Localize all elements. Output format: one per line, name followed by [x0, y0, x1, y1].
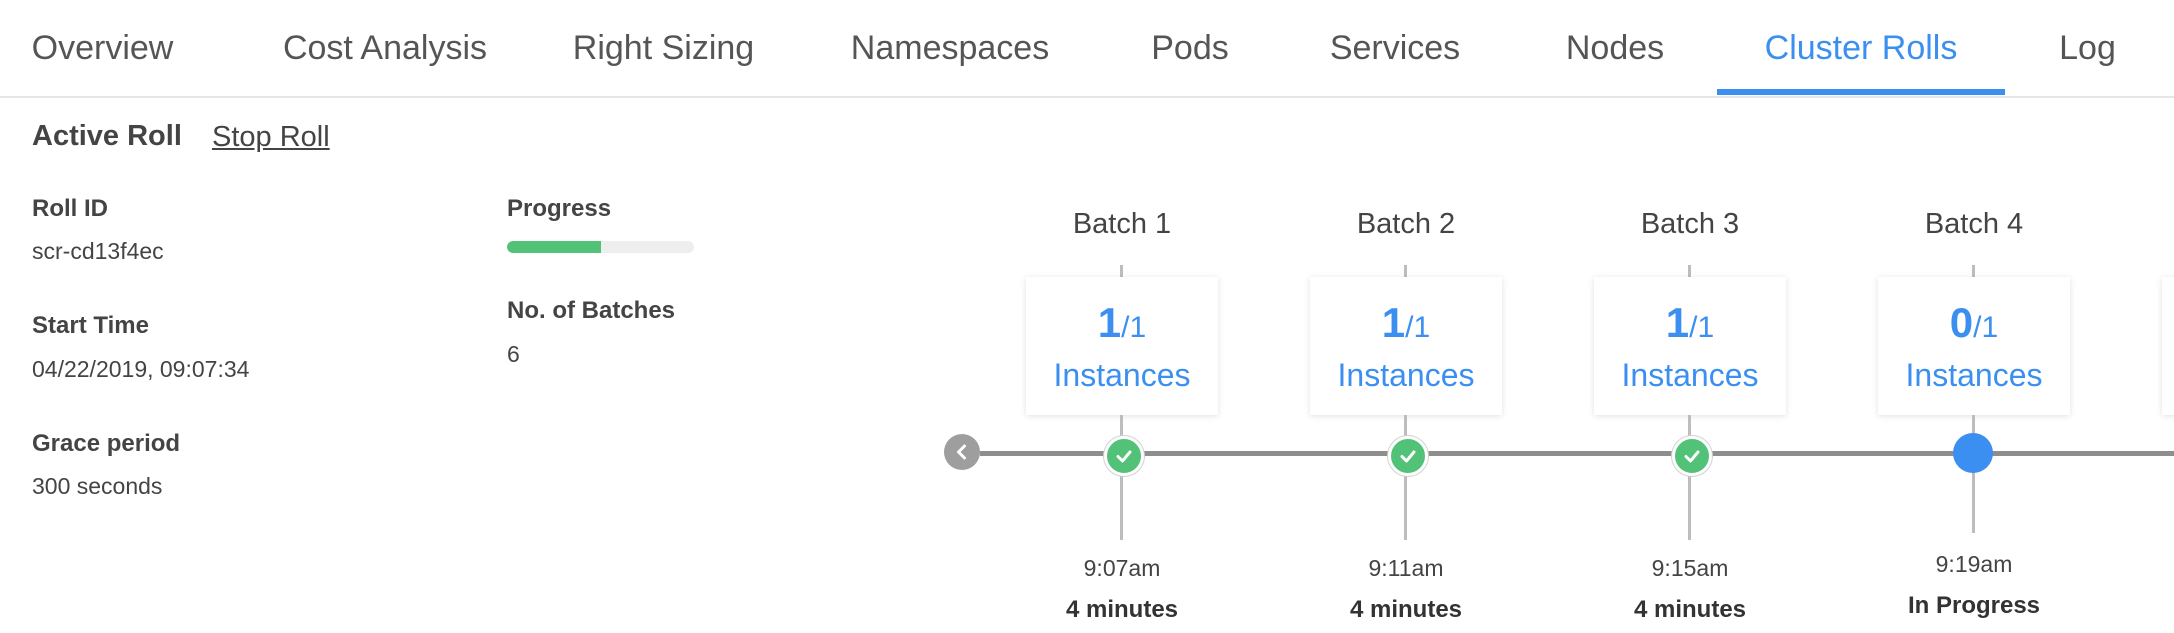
check-icon: [1104, 436, 1144, 476]
active-roll-title: Active Roll: [32, 120, 182, 152]
progress-label: Progress: [507, 195, 612, 222]
stop-roll-link[interactable]: Stop Roll: [212, 121, 330, 153]
roll-id-value: scr-cd13f4ec: [32, 238, 164, 264]
batch-duration: In Progress: [1907, 592, 2041, 619]
grace-period-label: Grace period: [32, 430, 181, 457]
tab-pods[interactable]: Pods: [1151, 28, 1229, 67]
tab-right-sizing[interactable]: Right Sizing: [572, 28, 755, 67]
in-progress-node: [1953, 433, 1993, 473]
active-tab-indicator: [1717, 89, 2005, 95]
batch-stem-top: [1120, 265, 1123, 277]
progress-bar-fill: [507, 241, 601, 253]
batch-time: 9:11am: [1368, 555, 1444, 581]
batch-title: Batch 4: [1924, 208, 2024, 240]
batch-column: Batch 1 1/1 Instances 9:07am 4 minutes: [972, 0, 1272, 633]
timeline-track: [980, 451, 2174, 456]
roll-id-label: Roll ID: [32, 195, 108, 222]
batch-card-partial[interactable]: [2162, 277, 2174, 415]
tab-overview[interactable]: Overview: [31, 28, 174, 67]
batch-title: Batch 1: [1072, 208, 1172, 240]
batch-title: Batch 3: [1640, 208, 1740, 240]
batch-instance-count: 0/1: [1949, 299, 1999, 346]
tab-cost-analysis[interactable]: Cost Analysis: [282, 28, 488, 67]
batches-count-value: 6: [507, 341, 520, 367]
batch-stem: [1688, 415, 1691, 540]
batch-duration: 4 minutes: [1065, 596, 1179, 623]
batch-duration: 4 minutes: [1349, 596, 1463, 623]
batch-instance-unit: Instances: [1621, 357, 1759, 393]
batch-column: Batch 4 0/1 Instances 9:19am In Progress: [1824, 0, 2124, 633]
batch-stem: [1404, 415, 1407, 540]
chevron-left-icon[interactable]: [944, 434, 980, 470]
batch-stem: [1120, 415, 1123, 540]
start-time-value: 04/22/2019, 09:07:34: [32, 356, 250, 382]
batch-time: 9:07am: [1083, 555, 1161, 581]
batch-title: Batch 2: [1356, 208, 1456, 240]
batch-card[interactable]: 1/1 Instances: [1026, 277, 1218, 415]
tab-log[interactable]: Log: [2059, 28, 2116, 67]
tab-bar: Overview Cost Analysis Right Sizing Name…: [0, 0, 2174, 98]
batch-stem-top: [1972, 265, 1975, 277]
batch-instance-unit: Instances: [1905, 357, 2043, 393]
start-time-label: Start Time: [32, 312, 149, 339]
batch-time: 9:15am: [1651, 555, 1729, 581]
batch-card[interactable]: 1/1 Instances: [1594, 277, 1786, 415]
batch-card[interactable]: 1/1 Instances: [1310, 277, 1502, 415]
batch-column: Batch 2 1/1 Instances 9:11am 4 minutes: [1256, 0, 1556, 633]
tab-cluster-rolls[interactable]: Cluster Rolls: [1764, 28, 1958, 67]
batch-instance-count: 1/1: [1097, 299, 1147, 346]
batch-duration: 4 minutes: [1633, 596, 1747, 623]
batch-instance-count: 1/1: [1665, 299, 1715, 346]
batch-column: Batch 3 1/1 Instances 9:15am 4 minutes: [1540, 0, 1840, 633]
batch-stem-top: [1688, 265, 1691, 277]
batch-stem-top: [1404, 265, 1407, 277]
progress-bar: [507, 241, 694, 253]
tab-namespaces[interactable]: Namespaces: [850, 28, 1050, 67]
batch-time: 9:19am: [1935, 551, 2013, 577]
check-icon: [1388, 436, 1428, 476]
batch-instance-count: 1/1: [1381, 299, 1431, 346]
batch-card[interactable]: 0/1 Instances: [1878, 277, 2070, 415]
tab-services[interactable]: Services: [1329, 28, 1461, 67]
batch-instance-unit: Instances: [1337, 357, 1475, 393]
grace-period-value: 300 seconds: [32, 473, 163, 499]
batch-instance-unit: Instances: [1053, 357, 1191, 393]
batch-stem: [1972, 415, 1975, 533]
check-icon: [1672, 436, 1712, 476]
tab-nodes[interactable]: Nodes: [1565, 28, 1665, 67]
batches-count-label: No. of Batches: [507, 297, 676, 324]
